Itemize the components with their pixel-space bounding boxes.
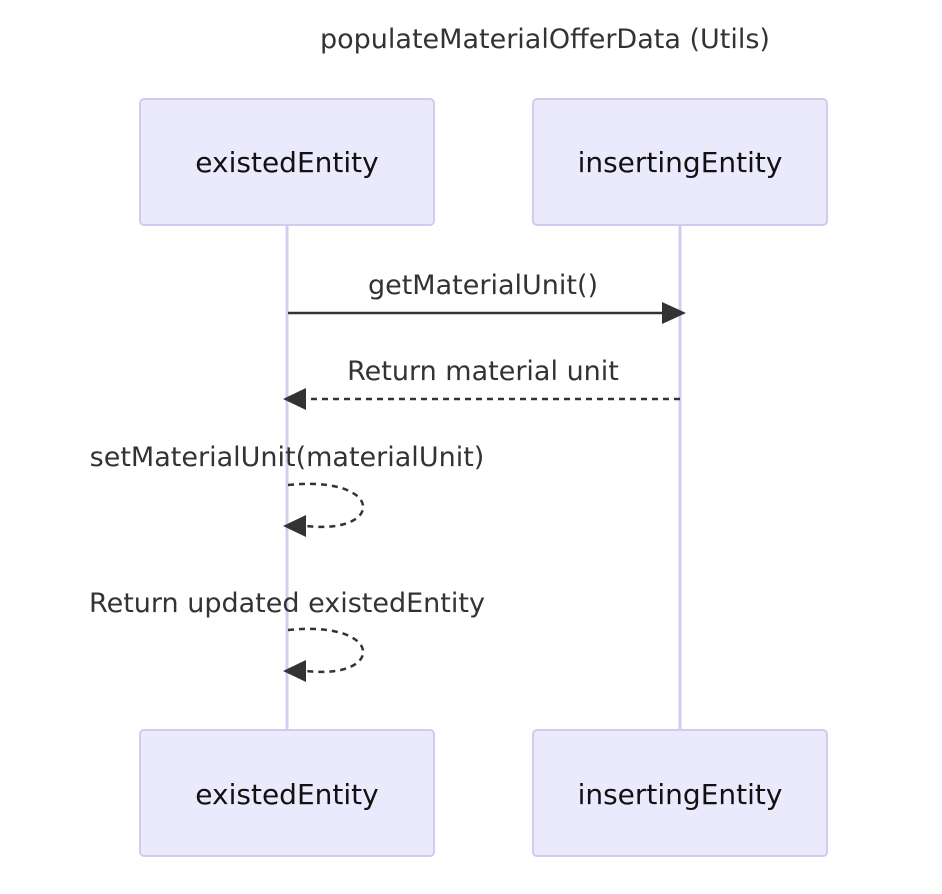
participant-label: insertingEntity [578,146,783,179]
participant-label: insertingEntity [578,778,783,811]
arrowhead-left-icon [283,660,306,682]
participant-existed-entity-bottom: existedEntity [139,729,435,857]
message-get-material-unit: getMaterialUnit() [288,270,686,324]
message-label: setMaterialUnit(materialUnit) [90,442,485,473]
message-label: Return updated existedEntity [89,588,485,619]
participant-label: existedEntity [195,146,378,179]
message-label: getMaterialUnit() [368,270,598,301]
message-label: Return material unit [347,356,619,387]
message-set-material-unit: setMaterialUnit(materialUnit) [90,442,485,537]
participant-existed-entity-top: existedEntity [139,98,435,226]
message-return-material-unit: Return material unit [283,356,680,410]
participant-label: existedEntity [195,778,378,811]
diagram-title: populateMaterialOfferData (Utils) [320,24,770,55]
arrowhead-left-icon [283,515,306,537]
participant-inserting-entity-top: insertingEntity [532,98,828,226]
arrowhead-left-icon [283,388,306,410]
participant-inserting-entity-bottom: insertingEntity [532,729,828,857]
arrowhead-right-icon [662,302,686,324]
message-return-updated-entity: Return updated existedEntity [89,588,485,682]
